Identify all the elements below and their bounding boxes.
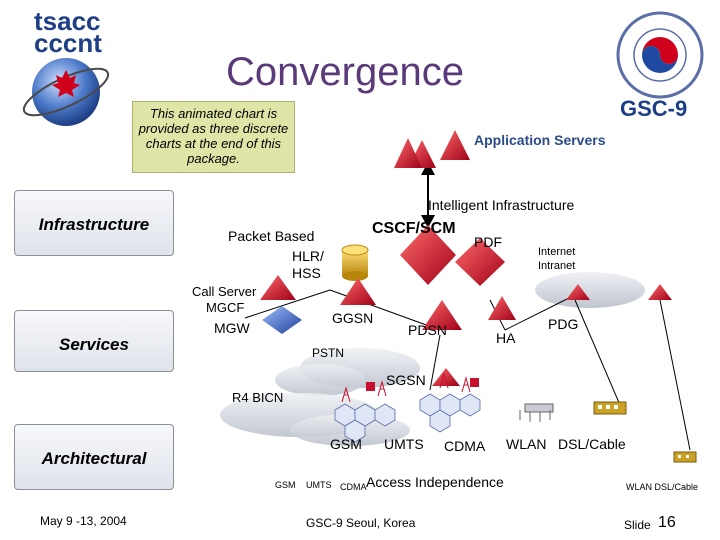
base-station-icon bbox=[366, 382, 375, 391]
infrastructure-label: Infrastructure bbox=[38, 215, 150, 234]
gsm-cells bbox=[334, 403, 396, 443]
sgsn-label: SGSN bbox=[386, 372, 426, 388]
r4-bicn-label: R4 BICN bbox=[232, 390, 284, 405]
hlr-hss-database bbox=[341, 244, 369, 281]
footer-date: May 9 -13, 2004 bbox=[40, 514, 127, 528]
gsm-label: GSM bbox=[330, 436, 362, 452]
animation-note: This animated chart is provided as three… bbox=[132, 101, 295, 173]
services-box: Services bbox=[14, 310, 174, 372]
footer-slide-label: Slide bbox=[624, 518, 651, 532]
base-station-icon bbox=[470, 378, 479, 387]
ha-label: HA bbox=[496, 330, 516, 346]
wlan-dsl-small-label: WLAN DSL/Cable bbox=[626, 482, 699, 492]
internet-label: Internet bbox=[538, 246, 576, 258]
pdsn-label: PDSN bbox=[408, 322, 447, 338]
wlan-label: WLAN bbox=[506, 436, 547, 452]
logo-text: tsacc cccnt bbox=[34, 6, 102, 58]
intranet-label: Intranet bbox=[538, 260, 576, 272]
ggsn-node bbox=[340, 278, 376, 305]
cscf-scm-label: CSCF/SCM bbox=[372, 220, 456, 237]
pstn-label: PSTN bbox=[312, 346, 345, 360]
footer-venue: GSC-9 Seoul, Korea bbox=[306, 516, 416, 530]
mgw-label: MGW bbox=[214, 320, 250, 336]
gsc9-logo-text: GSC-9 bbox=[620, 96, 688, 121]
sgsn-node bbox=[432, 368, 460, 386]
logo-text-line2: cccnt bbox=[34, 28, 102, 58]
hlr-label: HLR/ bbox=[292, 248, 324, 264]
dsl-cable-label: DSL/Cable bbox=[558, 436, 626, 452]
application-servers-label: Application Servers bbox=[474, 132, 606, 148]
intranet-cloud bbox=[535, 272, 645, 308]
seal-logo bbox=[616, 11, 704, 99]
gsm-antenna-icons bbox=[341, 372, 471, 403]
cdma-label: CDMA bbox=[444, 438, 486, 454]
application-server-pyramids bbox=[394, 130, 470, 168]
umts-label: UMTS bbox=[384, 436, 424, 452]
services-label: Services bbox=[59, 335, 129, 354]
ha-node bbox=[488, 296, 516, 320]
pdg-node bbox=[566, 284, 590, 300]
cdma-small-label: CDMA bbox=[340, 482, 367, 492]
umts-cells bbox=[419, 393, 481, 433]
right-edge-node bbox=[648, 284, 672, 300]
pdsn-node bbox=[422, 300, 462, 330]
footer-slide-number: 16 bbox=[658, 514, 676, 531]
mgcf-label: MGCF bbox=[206, 300, 245, 315]
connection-lines bbox=[244, 289, 691, 451]
infrastructure-box: Infrastructure bbox=[14, 190, 174, 256]
hss-label: HSS bbox=[292, 265, 321, 281]
pdf-label: PDF bbox=[474, 234, 502, 250]
pstn-cloud bbox=[275, 348, 420, 396]
call-server-label: Call Server bbox=[192, 284, 257, 299]
logo-text-line1: tsacc bbox=[34, 6, 101, 36]
architectural-label: Architectural bbox=[41, 449, 147, 468]
dsl-cable-building-icon bbox=[593, 401, 627, 415]
pdg-label: PDG bbox=[548, 316, 579, 332]
ggsn-label: GGSN bbox=[332, 310, 374, 326]
mgcf-node bbox=[260, 275, 296, 300]
page-title: Convergence bbox=[226, 50, 464, 94]
packet-based-label: Packet Based bbox=[228, 228, 315, 244]
cscf-node bbox=[400, 225, 456, 285]
architectural-box: Architectural bbox=[14, 424, 174, 490]
umts-small-label: UMTS bbox=[306, 480, 332, 490]
mgw-node bbox=[262, 306, 302, 334]
globe-logo bbox=[22, 58, 110, 126]
gsm-small-label: GSM bbox=[275, 480, 296, 490]
pdf-node bbox=[455, 238, 505, 286]
dsl-cable-building-icon-2 bbox=[673, 451, 697, 463]
access-independence-label: Access Independence bbox=[366, 474, 504, 490]
wlan-access-point-icon bbox=[519, 403, 554, 422]
intelligent-infrastructure-label: Intelligent Infrastructure bbox=[428, 197, 575, 213]
